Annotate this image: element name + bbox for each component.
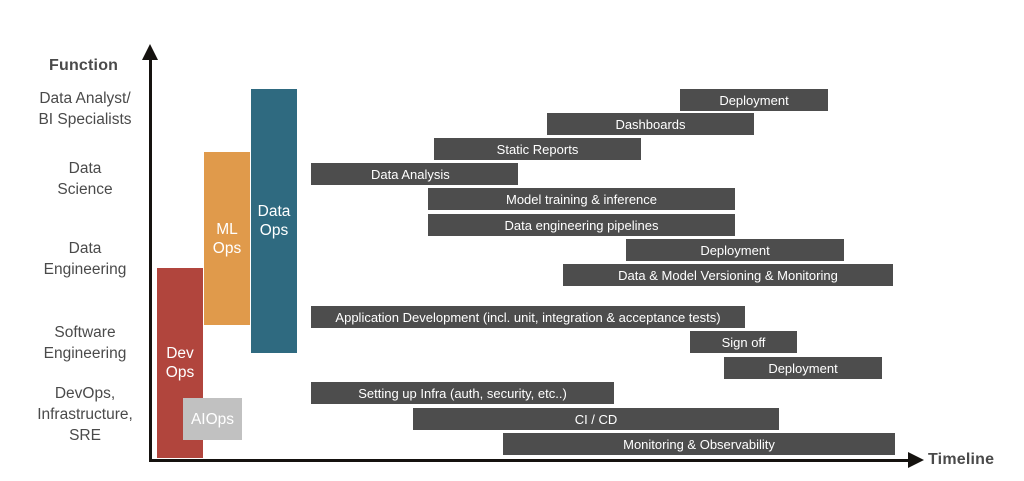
y-axis-title: Function — [49, 57, 119, 74]
task-bar-label: Setting up Infra (auth, security, etc..) — [358, 385, 567, 401]
task-bar[interactable]: Data engineering pipelines — [428, 214, 735, 236]
function-label: Software Engineering — [43, 324, 127, 362]
task-bar-label: CI / CD — [574, 411, 618, 427]
task-bar-label: Model training & inference — [505, 191, 658, 207]
task-bar[interactable]: Application Development (incl. unit, int… — [311, 306, 745, 328]
task-bar[interactable]: Deployment — [724, 357, 882, 379]
task-bar-label: Deployment — [719, 92, 789, 108]
task-bar-label: Dashboards — [615, 116, 686, 132]
function-label: Data Science — [57, 160, 113, 198]
role-column-mlops[interactable]: ML Ops — [204, 152, 250, 325]
task-bar[interactable]: Setting up Infra (auth, security, etc..) — [311, 382, 614, 404]
task-bar[interactable]: Deployment — [680, 89, 828, 111]
task-bar[interactable]: Dashboards — [547, 113, 754, 135]
task-bar[interactable]: Data & Model Versioning & Monitoring — [563, 264, 893, 286]
task-bar[interactable]: CI / CD — [413, 408, 779, 430]
x-axis-arrowhead-icon — [908, 452, 924, 468]
task-bar[interactable]: Monitoring & Observability — [503, 433, 895, 455]
task-bar-label: Data & Model Versioning & Monitoring — [618, 267, 838, 283]
function-label: Data Analyst/ BI Specialists — [38, 90, 132, 128]
task-bar[interactable]: Data Analysis — [311, 163, 518, 185]
task-bar[interactable]: Deployment — [626, 239, 844, 261]
x-axis-title: Timeline — [928, 451, 995, 468]
task-bar[interactable]: Model training & inference — [428, 188, 735, 210]
task-bar[interactable]: Static Reports — [434, 138, 641, 160]
x-axis-line — [149, 459, 910, 462]
task-bar[interactable]: Sign off — [690, 331, 797, 353]
role-column-aiops[interactable]: AIOps — [183, 398, 242, 440]
task-bar-label: Monitoring & Observability — [623, 436, 775, 452]
task-bar-label: Deployment — [700, 242, 770, 258]
task-bar-label: Data engineering pipelines — [504, 217, 659, 233]
task-bar-label: Sign off — [721, 334, 766, 350]
function-label: Data Engineering — [43, 240, 127, 278]
y-axis-arrowhead-icon — [142, 44, 158, 60]
task-bar-label: Deployment — [768, 360, 838, 376]
task-bar-label: Application Development (incl. unit, int… — [335, 309, 721, 325]
function-label: DevOps, Infrastructure, SRE — [37, 385, 133, 444]
task-bar-label: Data Analysis — [371, 166, 450, 182]
task-bar-label: Static Reports — [496, 141, 579, 157]
y-axis-line — [149, 58, 152, 462]
role-column-dataops[interactable]: Data Ops — [251, 89, 297, 353]
